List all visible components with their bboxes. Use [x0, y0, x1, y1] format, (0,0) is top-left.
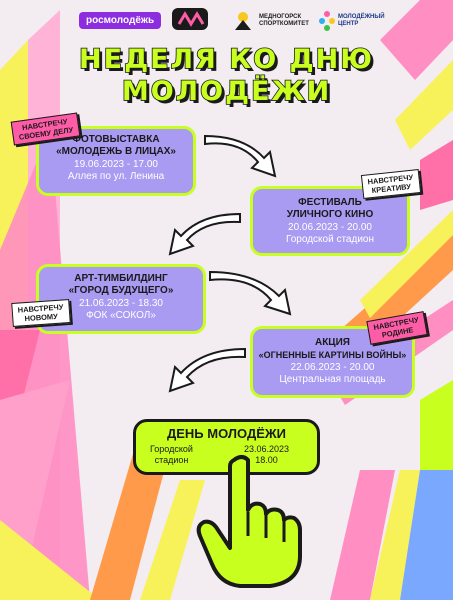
final-event-youth-day: ДЕНЬ МОЛОДЁЖИ Городской стадион 23.06.20…: [133, 419, 320, 475]
event-card-fire-pictures: АКЦИЯ «ОГНЕННЫЕ КАРТИНЫ ВОЙНЫ» 22.06.202…: [250, 326, 415, 398]
event-datetime: 19.06.2023 - 17.00: [74, 159, 158, 170]
arrow-right-2: [209, 270, 292, 316]
event-place: Центральная площадь: [279, 374, 386, 385]
event-subtitle: «ОГНЕННЫЕ КАРТИНЫ ВОЙНЫ»: [258, 350, 407, 360]
youth-center-line1: МОЛОДЁЖНЫЙ: [338, 14, 385, 20]
sport-logo-line1: МЕДНОГОРСК: [259, 14, 302, 20]
final-event-title: ДЕНЬ МОЛОДЁЖИ: [166, 426, 286, 441]
sport-committee-logo: МЕДНОГОРСК СПОРТКОМИТЕТ: [231, 8, 311, 36]
event-datetime: 22.06.2023 - 20.00: [290, 362, 375, 373]
pink-brand-logo: [172, 8, 208, 30]
arrow-left-2: [168, 347, 246, 393]
event-subtitle: «МОЛОДЕЖЬ В ЛИЦАХ»: [56, 146, 176, 157]
page-title-line1: НЕДЕЛЯ КО ДНЮ: [78, 43, 374, 76]
event-title: ФОТОВЫСТАВКА: [72, 134, 160, 145]
event-place: Городской стадион: [286, 234, 374, 245]
pointing-hand-icon: [196, 455, 302, 588]
event-title: АКЦИЯ: [314, 337, 350, 348]
arrow-left-1: [168, 212, 241, 256]
event-title: АРТ-ТИМБИЛДИНГ: [74, 273, 168, 284]
youth-center-logo: МОЛОДЁЖНЫЙ ЦЕНТР: [318, 8, 398, 36]
event-place: ФОК «СОКОЛ»: [86, 310, 156, 321]
youth-center-emblem-icon: [319, 11, 335, 31]
sport-emblem-icon: [235, 12, 251, 30]
page-title-line2: МОЛОДЁЖИ: [121, 75, 332, 108]
arrow-right-1: [204, 134, 277, 178]
youth-center-line2: ЦЕНТР: [338, 21, 359, 27]
final-event-datetime: 23.06.2023 18.00: [244, 444, 290, 465]
rosmolodezh-logo: росмолодёжь: [79, 12, 162, 29]
event-datetime: 21.06.2023 - 18.30: [79, 298, 163, 309]
final-event-place: Городской стадион: [150, 444, 193, 465]
event-datetime: 20.06.2023 - 20.00: [288, 222, 372, 233]
sticker-new: НАВСТРЕЧУ НОВОМУ: [11, 299, 71, 327]
event-title: ФЕСТИВАЛЬ: [298, 197, 362, 208]
sport-logo-line2: СПОРТКОМИТЕТ: [259, 21, 309, 27]
event-subtitle: УЛИЧНОГО КИНО: [286, 209, 374, 220]
event-subtitle: «ГОРОД БУДУЩЕГО»: [68, 285, 174, 296]
event-card-street-cinema: ФЕСТИВАЛЬ УЛИЧНОГО КИНО 20.06.2023 - 20.…: [250, 186, 410, 256]
logo-bar: росмолодёжь МЕДНОГОРСК СПОРТКОМИТЕТ МОЛО…: [0, 4, 453, 38]
event-place: Аллея по ул. Ленина: [67, 171, 165, 182]
